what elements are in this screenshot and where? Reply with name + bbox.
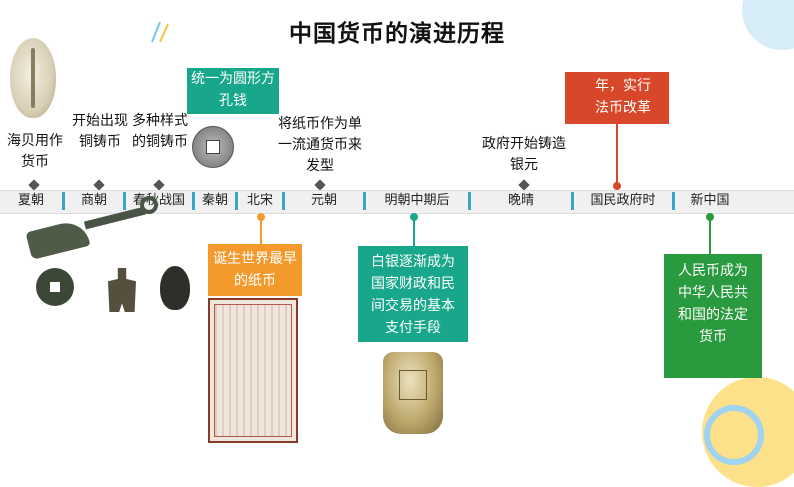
- era-label: 秦朝: [201, 193, 228, 208]
- era-label: 商朝: [80, 193, 107, 208]
- era-label: 晚晴: [507, 193, 534, 208]
- connector-line: [709, 218, 711, 254]
- era-separator: [363, 192, 366, 210]
- marker-diamond: [28, 179, 40, 191]
- paper-money-inner: [214, 304, 292, 437]
- marker-diamond: [153, 179, 165, 191]
- connector-dot: [410, 213, 418, 221]
- xinzhongguo-box: 人民币成为中华人民共和国的法定货币: [664, 254, 762, 378]
- yuan-text: 将纸币作为单一流通货币来发型: [278, 116, 362, 174]
- round-coin-hole: [50, 282, 60, 292]
- paper-money-image: [208, 298, 298, 443]
- era-separator: [672, 192, 675, 210]
- chunqiu-text: 多种样式的铜铸币: [132, 113, 188, 150]
- era-separator: [62, 192, 65, 210]
- era-separator: [235, 192, 238, 210]
- era-separator: [282, 192, 285, 210]
- beisong-box: 诞生世界最早的纸币: [208, 244, 302, 296]
- connector-dot: [613, 182, 621, 190]
- era-separator: [468, 192, 471, 210]
- marker-diamond: [93, 179, 105, 191]
- marker-diamond: [314, 179, 326, 191]
- guomin-box: 年，实行法币改革: [565, 72, 669, 124]
- era-separator: [192, 192, 195, 210]
- shang-text: 开始出现铜铸币: [72, 113, 128, 150]
- connector-dot: [706, 213, 714, 221]
- knife-ring: [140, 196, 158, 214]
- era-label: 新中国: [690, 193, 730, 208]
- era-separator: [571, 192, 574, 210]
- marker-diamond: [518, 179, 530, 191]
- knife-coin-image: [25, 218, 91, 260]
- coin-hole: [206, 140, 220, 154]
- era-label: 元朝: [310, 193, 337, 208]
- era-label: 明朝中期后: [384, 193, 450, 208]
- late-qing-text: 政府开始铸造银元: [482, 136, 566, 173]
- decor-strokes-icon: [151, 21, 169, 43]
- era-label: 夏朝: [17, 193, 44, 208]
- connector-line: [413, 218, 415, 246]
- xia-text: 海贝用作货币: [7, 133, 63, 170]
- era-separator: [123, 192, 126, 210]
- connector-dot: [257, 213, 265, 221]
- connector-line: [260, 218, 262, 244]
- ming-box: 白银逐渐成为国家财政和民间交易的基本支付手段: [358, 246, 468, 342]
- connector-line: [616, 124, 618, 186]
- spade-coin-image: [108, 268, 136, 312]
- antnose-coin-image: [160, 266, 190, 310]
- ingot-mark: [399, 370, 427, 400]
- page-title: 中国货币的演进历程: [289, 21, 505, 47]
- qin-box: 统一为圆形方孔钱: [187, 68, 279, 114]
- silver-ingot-image: [383, 352, 443, 434]
- shell-slit: [31, 48, 35, 108]
- era-label: 国民政府时: [590, 193, 656, 208]
- era-label: 北宋: [246, 193, 273, 208]
- decor-ring: [704, 405, 764, 465]
